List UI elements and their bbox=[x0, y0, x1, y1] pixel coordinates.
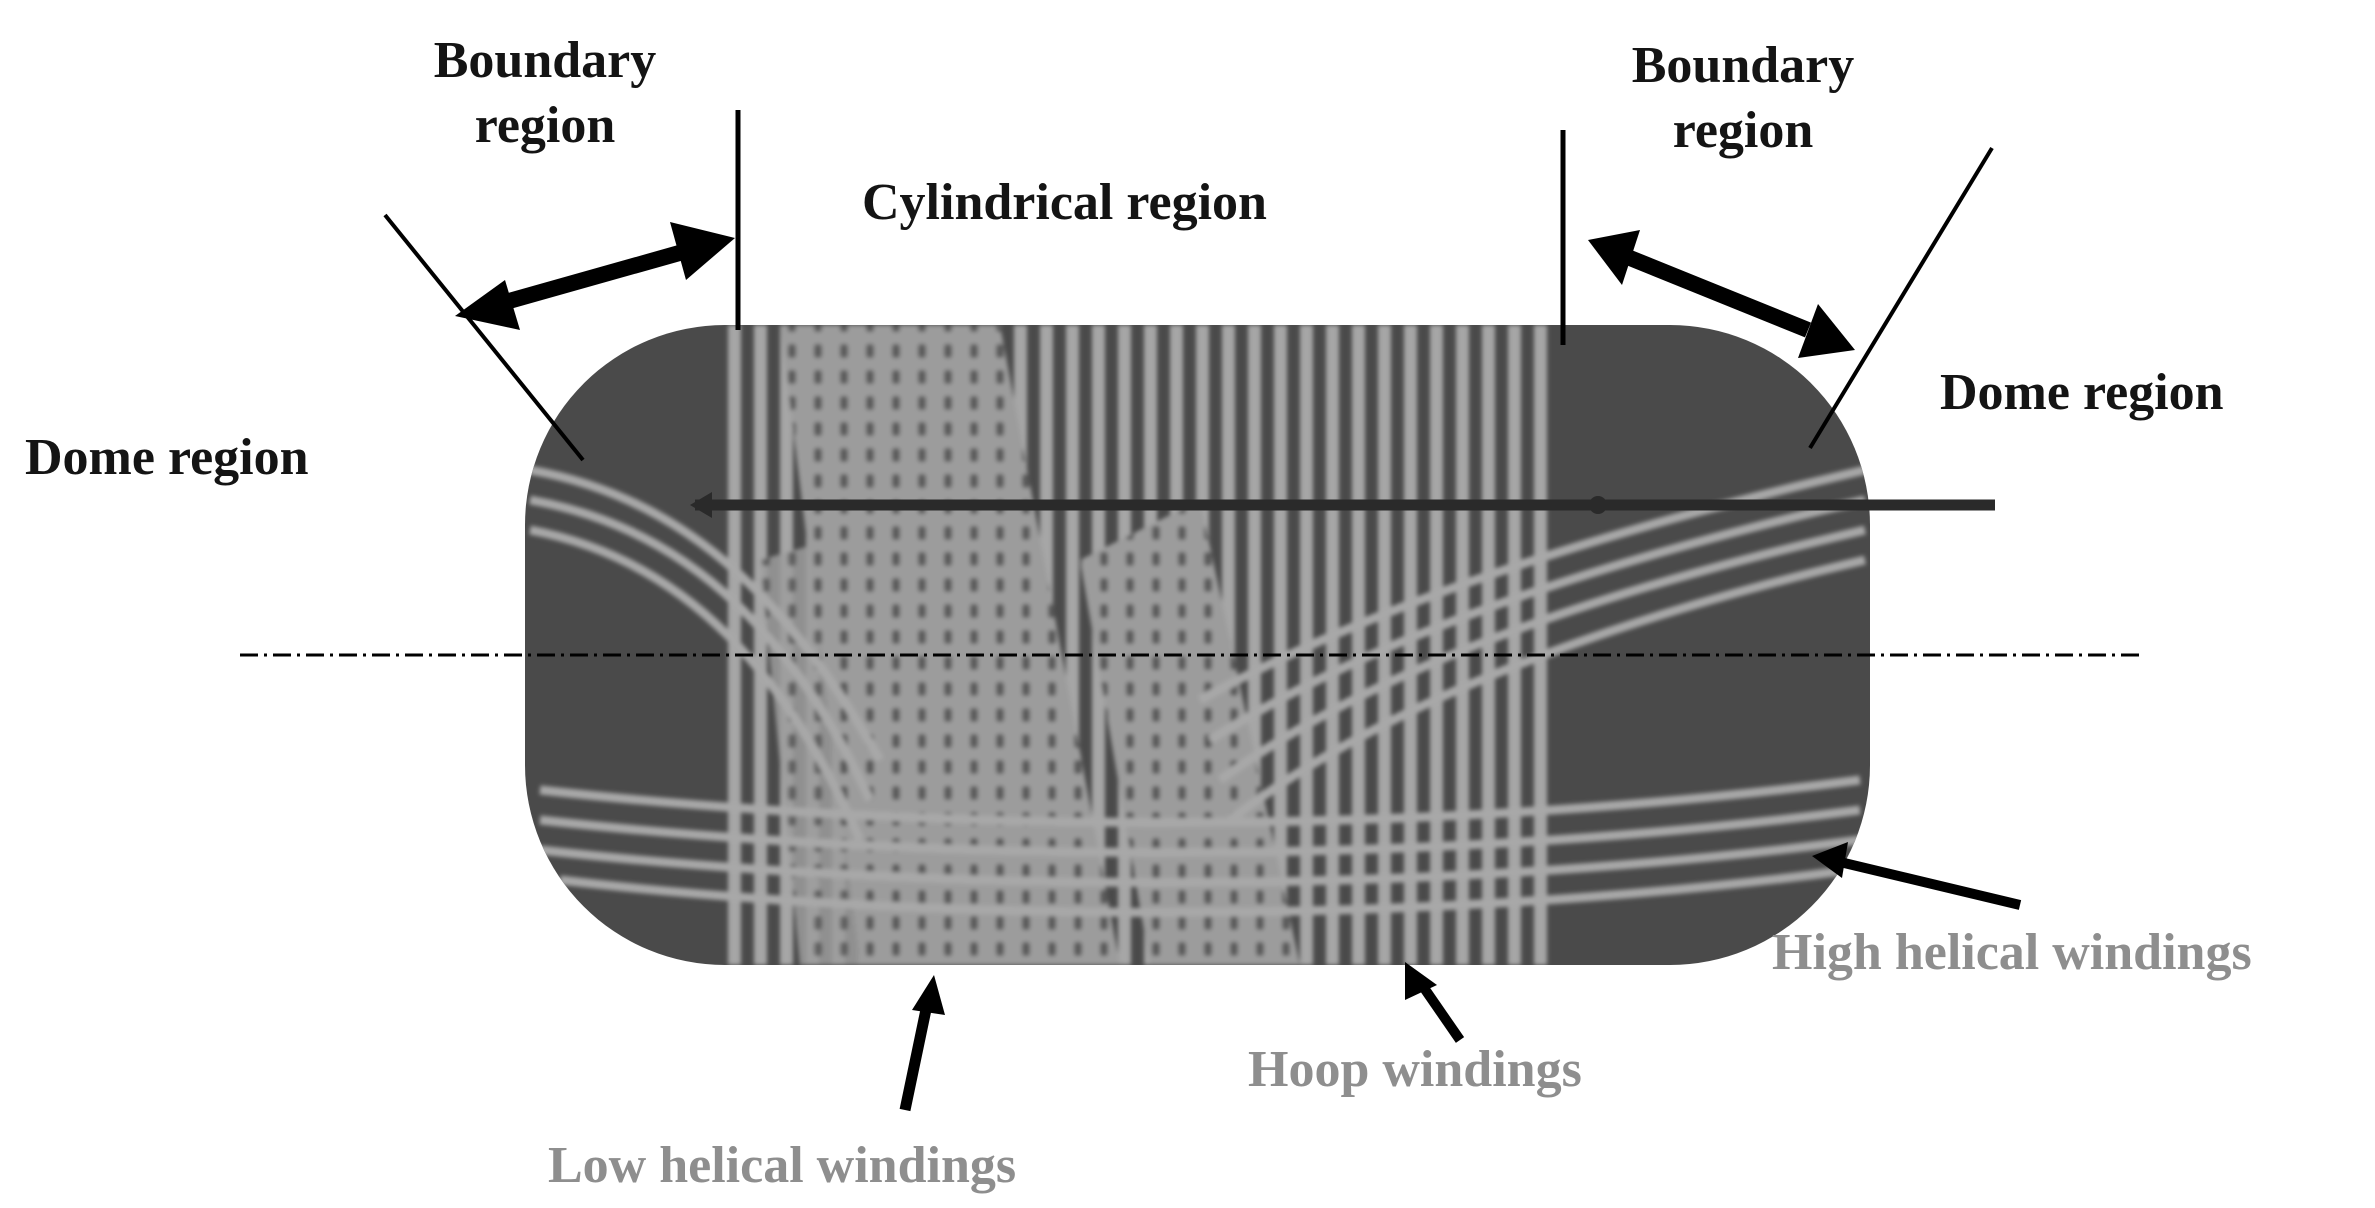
low-helical-label: Low helical windings bbox=[548, 1137, 1017, 1194]
high-helical-arrow bbox=[1812, 842, 2022, 910]
right-boundary-arrow bbox=[1588, 230, 1855, 358]
region-markers bbox=[383, 110, 1994, 462]
hoop-windings-label: Hoop windings bbox=[1248, 1041, 1582, 1098]
pointer-arrows bbox=[899, 842, 2022, 1112]
left-boundary-arrow bbox=[455, 222, 735, 330]
high-helical-label: High helical windings bbox=[1772, 924, 2252, 981]
right-dome-leader bbox=[1808, 146, 1994, 450]
left-dome-leader bbox=[383, 213, 585, 462]
axis-arrow bbox=[690, 492, 1995, 518]
left-dome-label: Dome region bbox=[25, 429, 309, 486]
right-boundary-label: Boundary region bbox=[1631, 37, 1855, 159]
low-helical-arrow bbox=[899, 975, 945, 1112]
hoop-arrow bbox=[1405, 962, 1465, 1043]
cylindrical-region-label: Cylindrical region bbox=[862, 174, 1267, 231]
right-dome-label: Dome region bbox=[1940, 364, 2224, 421]
left-boundary-label: Boundary region bbox=[433, 32, 657, 154]
